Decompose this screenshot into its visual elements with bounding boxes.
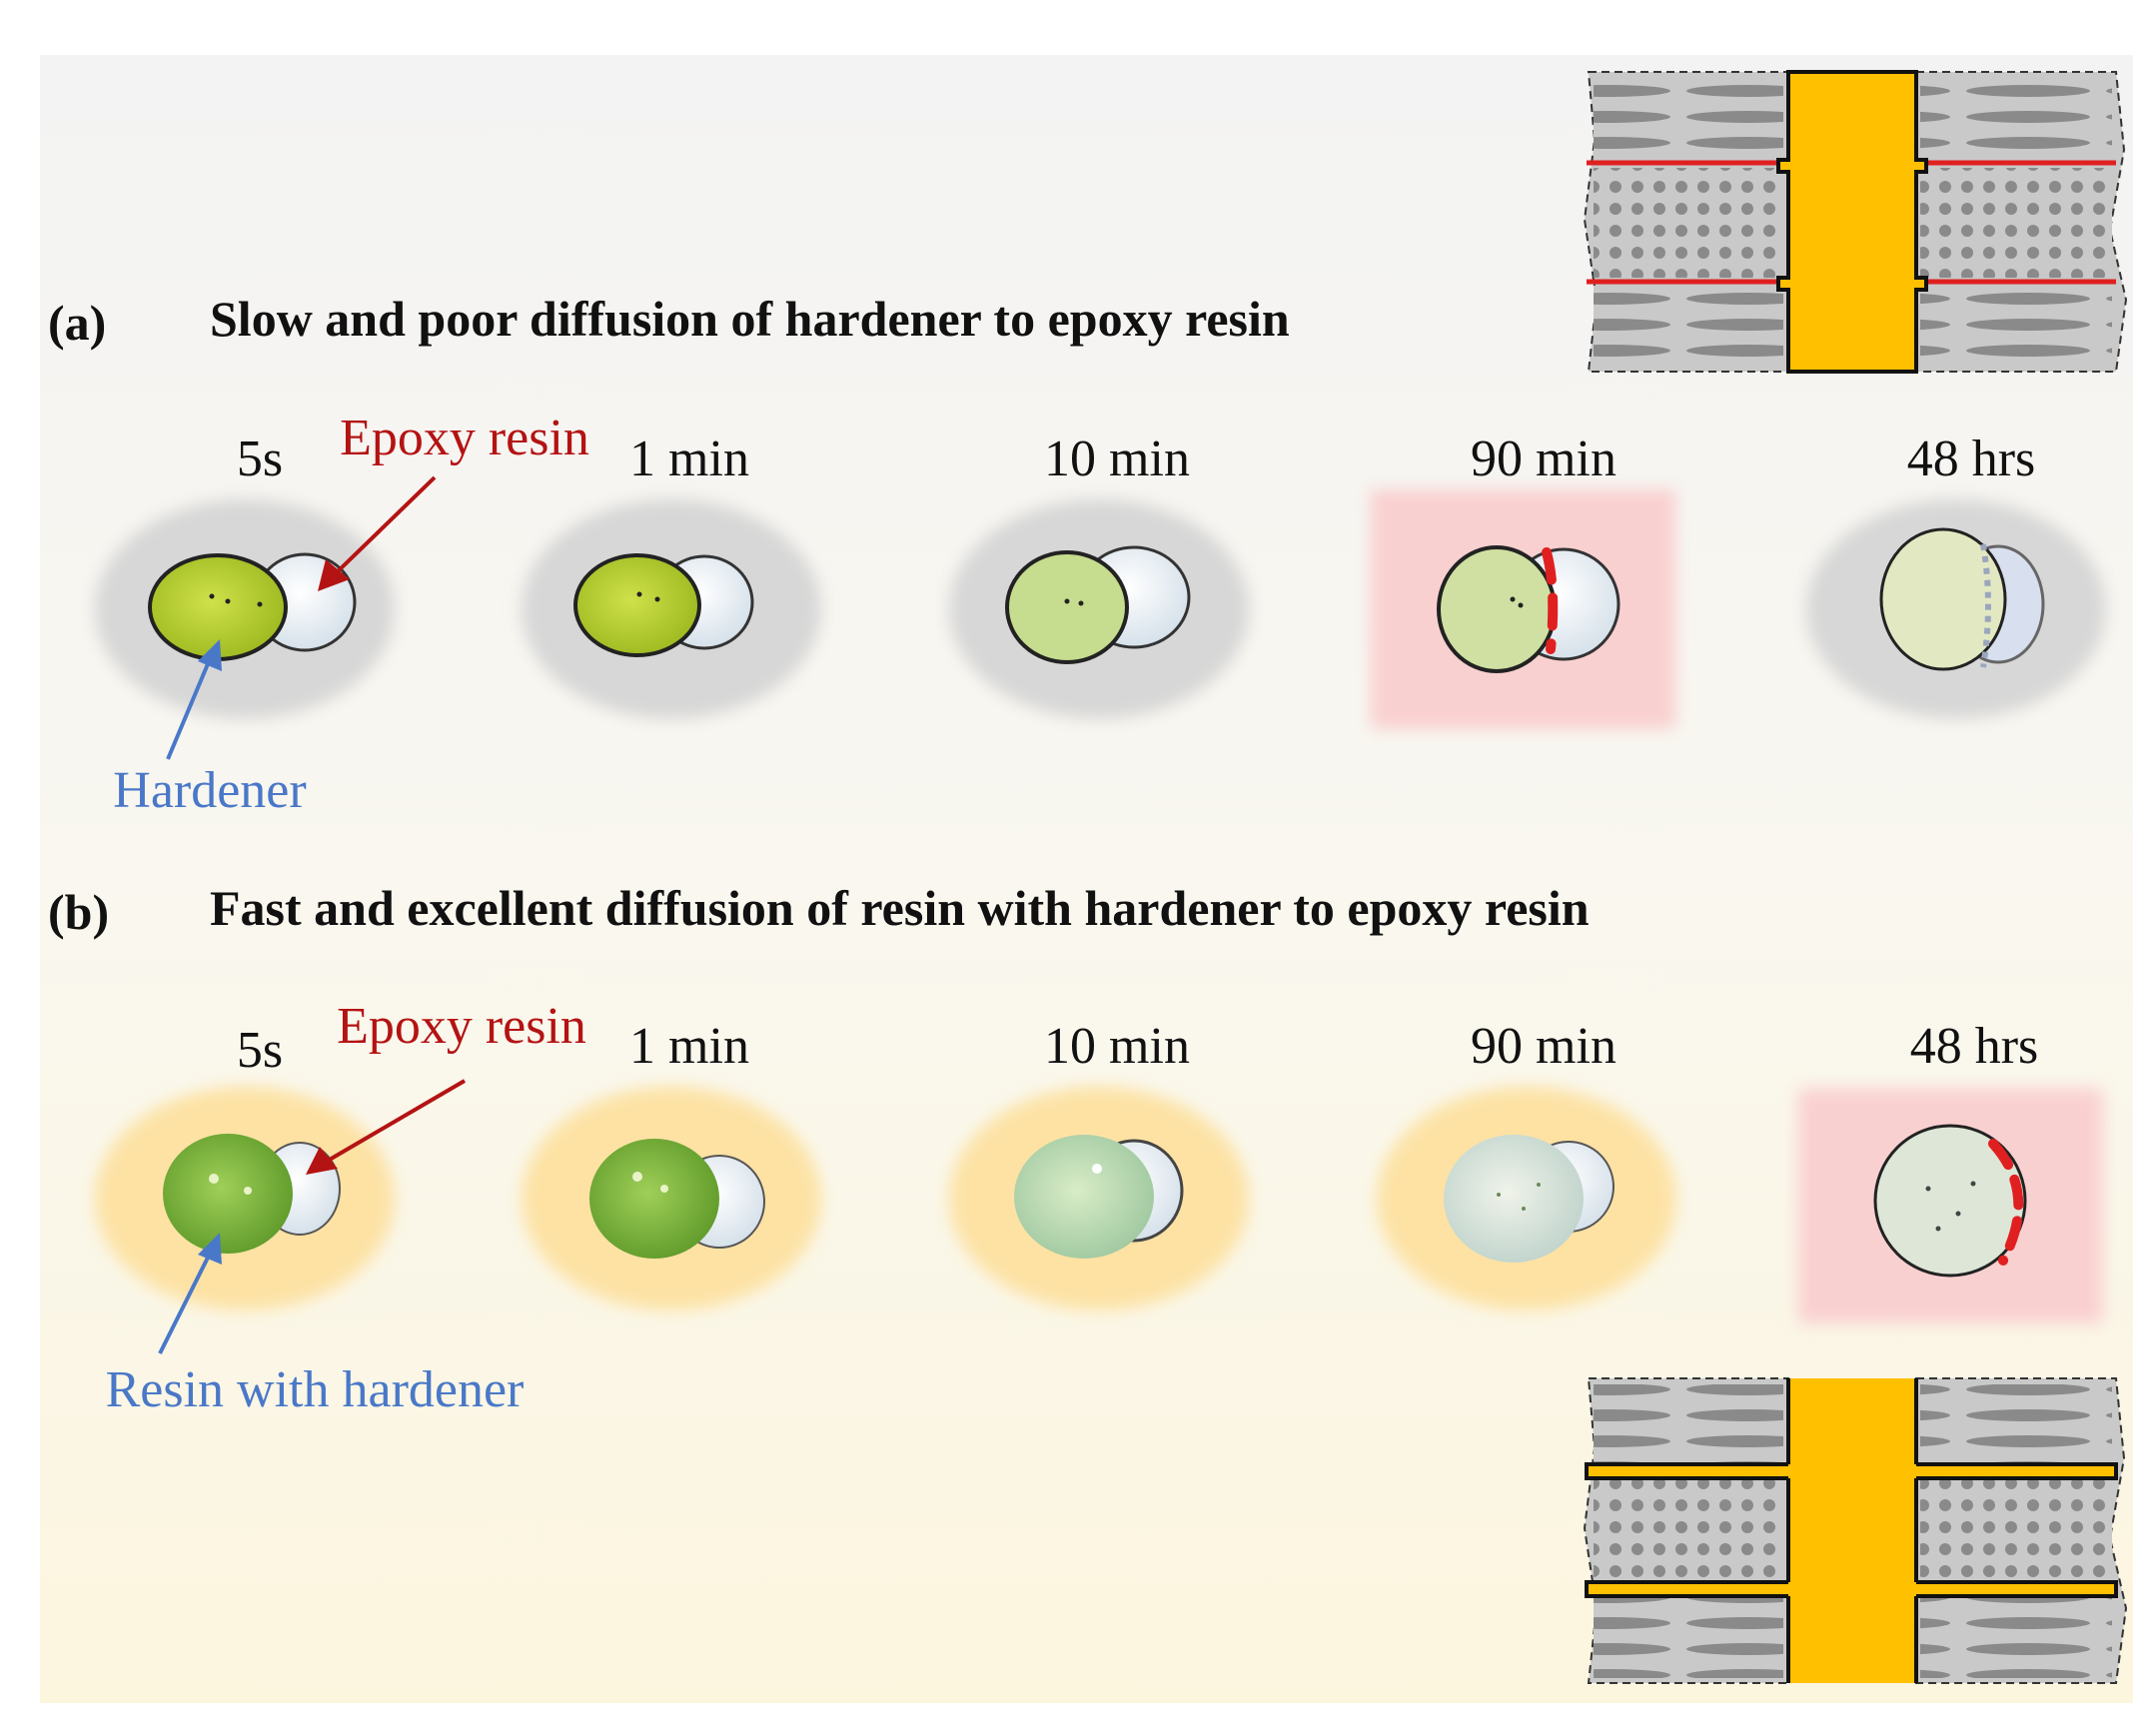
- arrowhead-hardener-a: [198, 639, 222, 671]
- drop-a-1: [573, 553, 754, 657]
- arrow-hardener-a: [166, 658, 212, 760]
- time-label-b-4: 48 hrs: [1910, 1018, 2039, 1075]
- panel-b-title: Fast and excellent diffusion of resin wi…: [210, 880, 1590, 936]
- joint-schematic-good: [1583, 1377, 2128, 1684]
- time-label-b-2: 10 min: [1044, 1018, 1190, 1075]
- panel-b-row: 5s 1 min 10 min 90 min 48 hrs: [95, 998, 2103, 1418]
- drop-a-3: [1437, 545, 1620, 673]
- arrow-resin-with-hardener-b: [158, 1253, 212, 1354]
- time-label-b-3: 90 min: [1471, 1018, 1617, 1075]
- time-label-b-0: 5s: [237, 1022, 283, 1079]
- panel-b-letter: (b): [48, 884, 109, 940]
- arrowhead-epoxy-resin-b: [306, 1147, 338, 1175]
- drop-b-1: [589, 1139, 765, 1259]
- drop-b-4: [1873, 1124, 2027, 1278]
- time-label-a-3: 90 min: [1471, 431, 1617, 487]
- label-epoxy-resin-b: Epoxy resin: [337, 998, 586, 1055]
- arrow-epoxy-resin-a: [333, 475, 437, 576]
- time-label-a-0: 5s: [237, 431, 283, 487]
- panel-a-row: 5s 1 min 10 min 90 min 48 hrs: [95, 410, 2106, 819]
- drop-b-3: [1444, 1135, 1615, 1263]
- arrowhead-resin-with-hardener-b: [198, 1233, 222, 1265]
- time-label-a-2: 10 min: [1044, 431, 1190, 487]
- time-label-a-4: 48 hrs: [1907, 431, 2036, 487]
- drop-b-0: [163, 1134, 341, 1254]
- label-hardener-a: Hardener: [113, 762, 306, 819]
- time-label-a-1: 1 min: [629, 431, 749, 487]
- arrowhead-epoxy-resin-a: [318, 559, 350, 591]
- panel-a-letter: (a): [48, 295, 106, 351]
- joint-schematic-poor: [1583, 70, 2128, 374]
- panel-a-title: Slow and poor diffusion of hardener to e…: [210, 291, 1290, 347]
- time-label-b-1: 1 min: [629, 1018, 749, 1075]
- drop-b-2: [1014, 1135, 1184, 1259]
- arrow-epoxy-resin-b: [326, 1079, 467, 1163]
- label-resin-with-hardener-b: Resin with hardener: [106, 1361, 525, 1418]
- label-epoxy-resin-a: Epoxy resin: [340, 410, 589, 466]
- drop-a-2: [1005, 545, 1191, 664]
- drop-a-4: [1879, 527, 2045, 671]
